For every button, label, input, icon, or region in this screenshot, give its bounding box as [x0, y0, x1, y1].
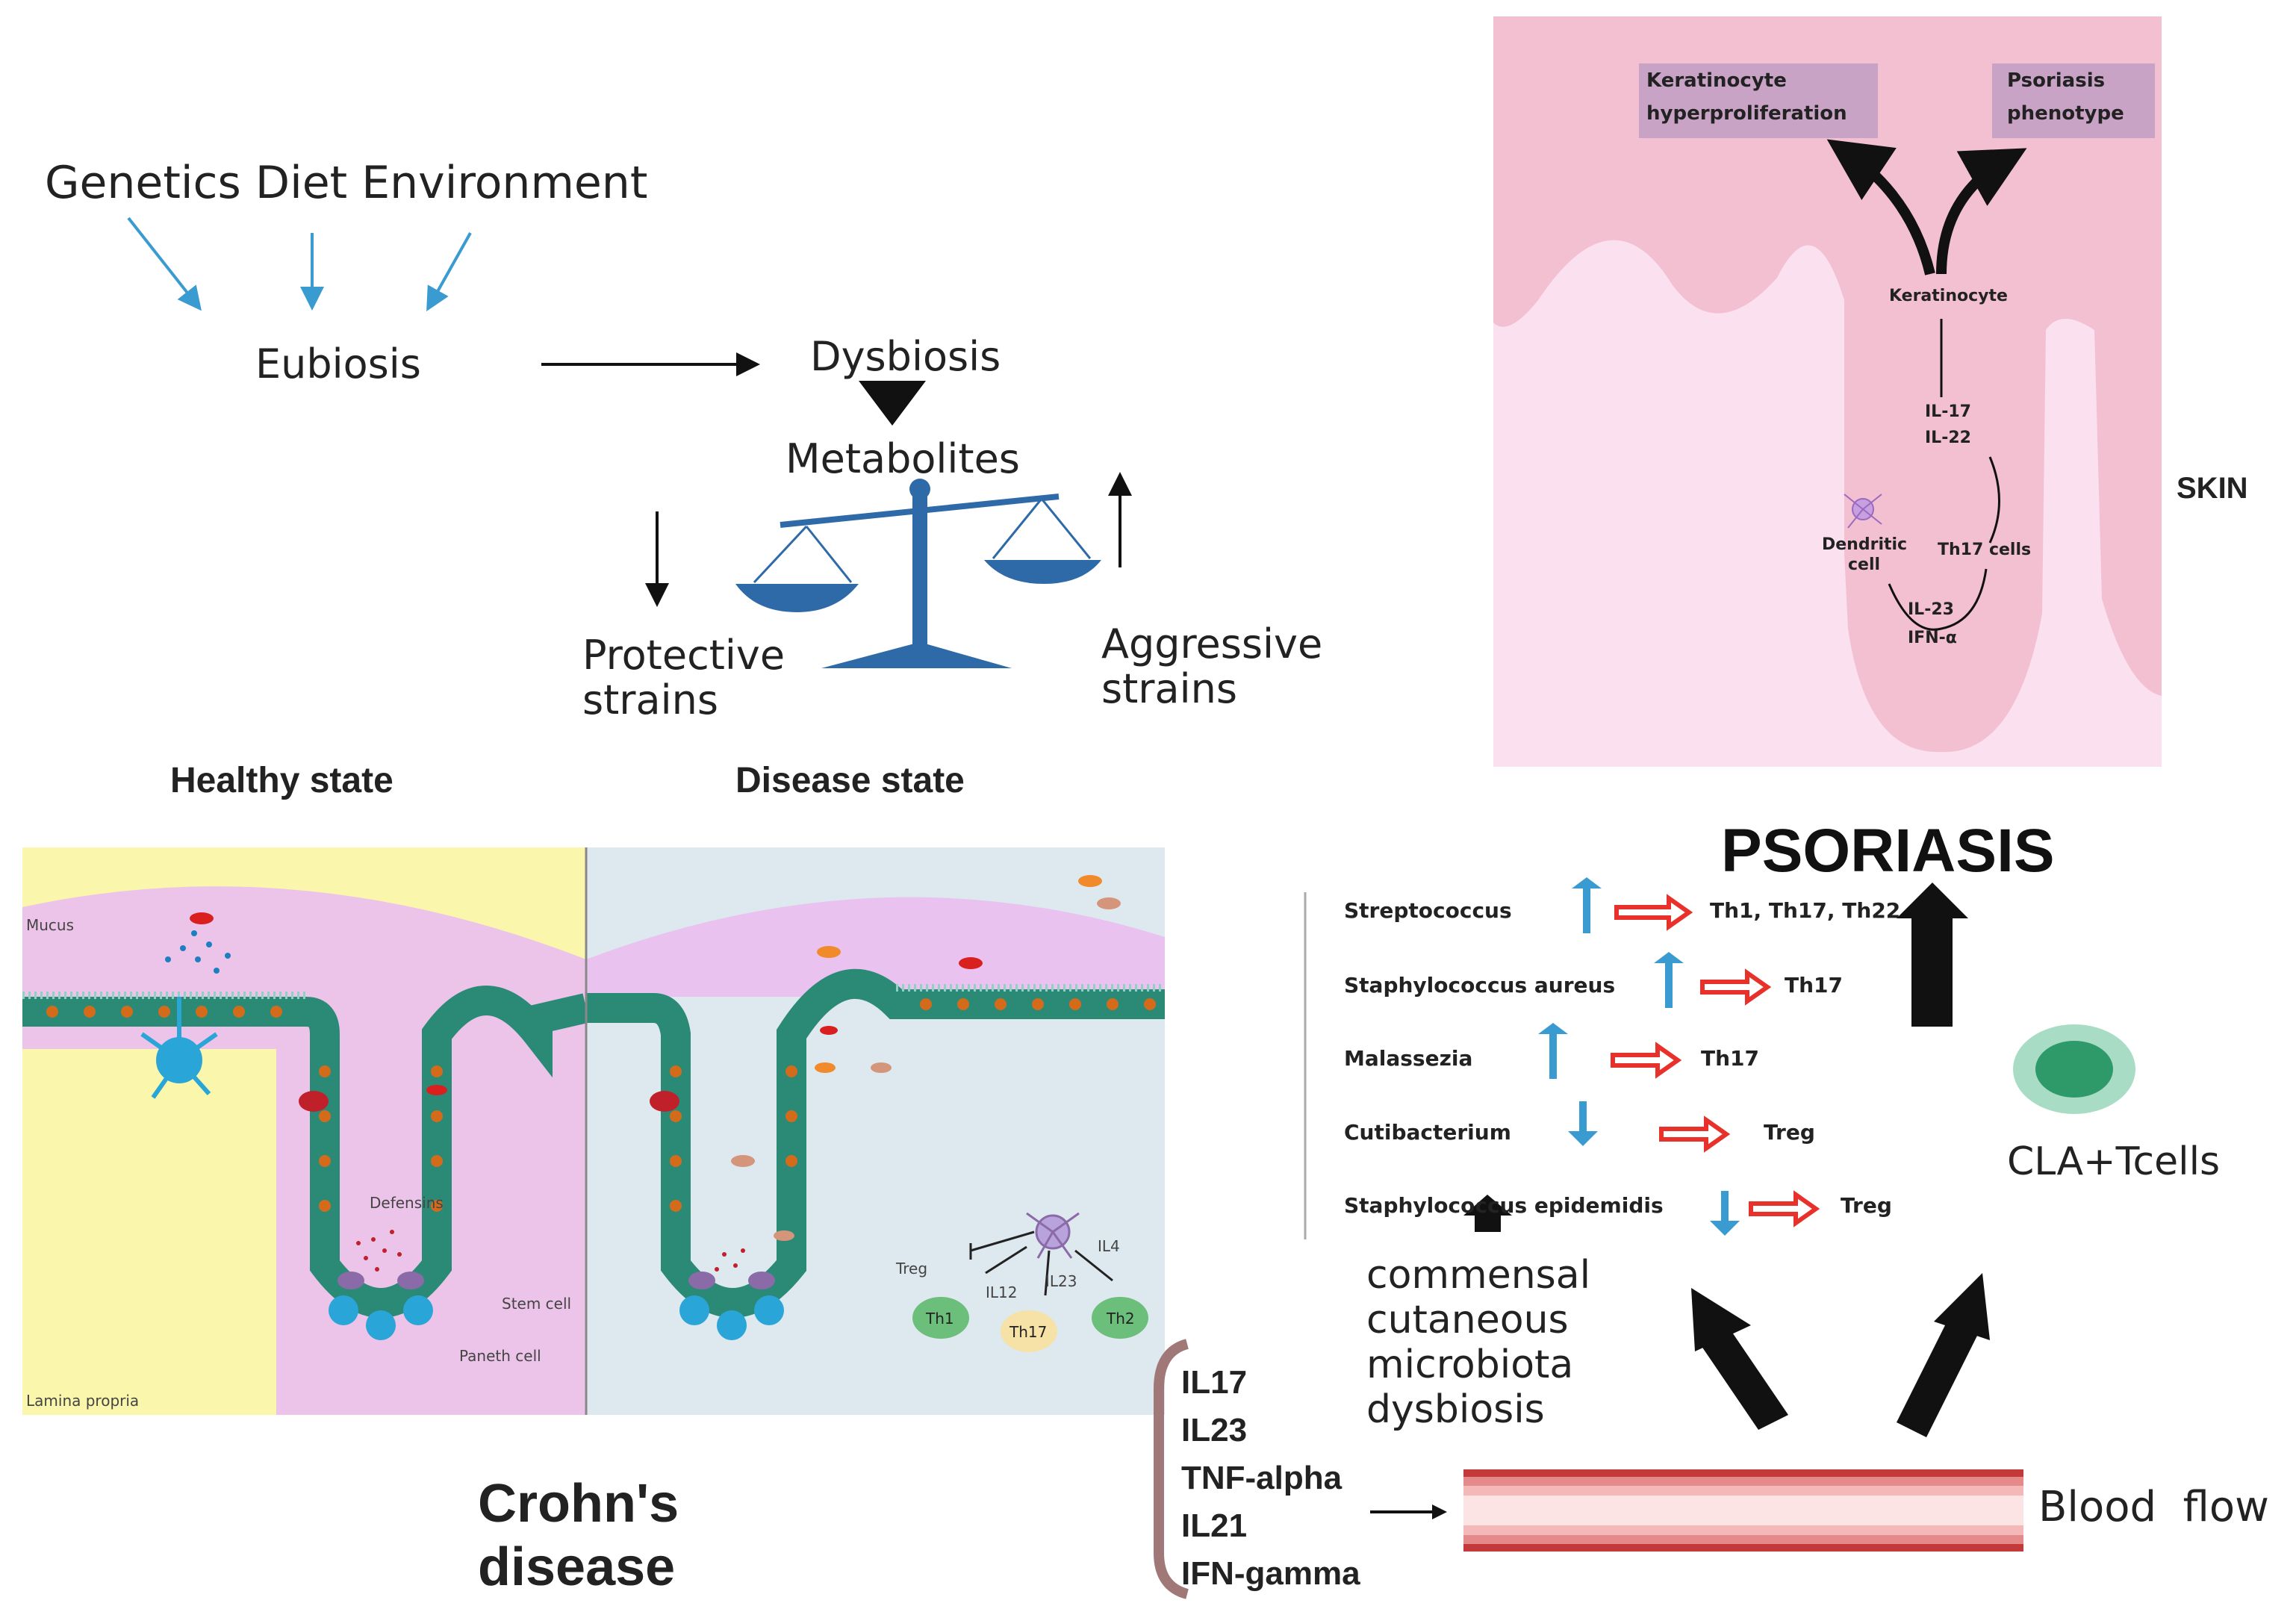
cytokine-arrow-icon: [1432, 1504, 1447, 1519]
effect-cutibacterium: Treg: [1764, 1120, 1815, 1145]
il4-label: IL4: [1098, 1237, 1120, 1255]
commensal-line1: commensal: [1366, 1253, 1591, 1298]
psoriasis-up-arrow-icon: [1897, 883, 1968, 918]
microbe-cutibacterium: Cutibacterium: [1344, 1120, 1511, 1145]
cytokine-bracket: [1154, 1339, 1189, 1599]
malassezia-effect-arrow-icon: [1611, 1042, 1682, 1079]
il23-skin-label: IL-23: [1908, 600, 1954, 619]
protective-strains-line1: Protective: [582, 632, 785, 679]
crohns-title-line1: Crohn's: [478, 1474, 679, 1534]
staph-aureus-up-arrow-icon: [1654, 952, 1684, 1008]
stem-cell-label: Stem cell: [502, 1295, 572, 1313]
effect-streptococcus: Th1, Th17, Th22: [1710, 898, 1901, 923]
cytokine-il23: IL23: [1181, 1412, 1248, 1448]
cytokine-tnf-alpha: TNF-alpha: [1181, 1460, 1343, 1496]
ifn-alpha-label: IFN-α: [1908, 629, 1957, 647]
malassezia-up-arrow-icon: [1538, 1023, 1568, 1079]
crohns-title-line2: disease: [478, 1537, 676, 1597]
dendritic-cell-icon: [1844, 494, 1882, 529]
blood-to-psoriasis-right-arrow-icon: [1934, 1273, 1990, 1340]
intestine-illustration: [22, 847, 1165, 1415]
mucus-label: Mucus: [26, 916, 75, 934]
cytokine-il21: IL21: [1181, 1507, 1248, 1544]
skin-illustration: [1493, 16, 2162, 767]
aggressive-strains-line2: strains: [1101, 665, 1237, 712]
commensal-line3: microbiota: [1366, 1342, 1574, 1387]
dendritic-label-line1: Dendritic: [1822, 535, 1908, 554]
blood-flow-label: Blood flow: [2038, 1483, 2269, 1531]
keratinocyte-label: Keratinocyte: [1889, 287, 2008, 305]
outcome-left-line1: Keratinocyte: [1646, 69, 1787, 92]
lamina-propria-label: Lamina propria: [26, 1392, 140, 1410]
down-triangle-icon: [859, 381, 926, 426]
effect-malassezia: Th17: [1701, 1046, 1759, 1071]
microbe-malassezia: Malassezia: [1344, 1046, 1473, 1071]
staph-epidermidis-effect-arrow-icon: [1749, 1190, 1820, 1227]
genetics-arrow: [127, 217, 202, 311]
th1-cell: [912, 1297, 969, 1339]
skin-label: SKIN: [2177, 472, 2248, 505]
treg-label: Treg: [896, 1260, 928, 1277]
keratinocyte-hyperproliferation-box: [1639, 63, 1878, 138]
factors-label: Genetics Diet Environment: [45, 157, 648, 209]
outcome-right-line2: phenotype: [2007, 102, 2124, 125]
staph-epidermidis-down-arrow-icon: [1710, 1191, 1740, 1236]
cytokine-ifn-gamma: IFN-gamma: [1181, 1555, 1360, 1592]
cutibacterium-effect-arrow-icon: [1659, 1115, 1731, 1153]
il22-label: IL-22: [1925, 429, 1971, 447]
commensal-line2: cutaneous: [1366, 1298, 1569, 1342]
paneth-cell-label: Paneth cell: [459, 1347, 541, 1365]
blood-vessel-icon: [1463, 1469, 2023, 1552]
th17-cell: [1001, 1310, 1057, 1352]
microbe-staph-epidermidis: Staphylococcus epidemidis: [1344, 1193, 1664, 1218]
aggressive-strains-line1: Aggressive: [1101, 620, 1323, 667]
healthy-state-label: Healthy state: [170, 761, 393, 800]
commensal-line4: dysbiosis: [1366, 1387, 1545, 1432]
disease-state-label: Disease state: [735, 761, 965, 800]
cutibacterium-down-arrow-icon: [1568, 1101, 1598, 1146]
microbe-streptococcus: Streptococcus: [1344, 898, 1512, 923]
commensal-up-arrow-icon: [1463, 1195, 1512, 1216]
th17-label: Th17: [1009, 1323, 1048, 1341]
streptococcus-up-arrow-icon: [1572, 877, 1602, 933]
th1-label: Th1: [926, 1310, 954, 1328]
outcome-right-line1: Psoriasis: [2007, 69, 2106, 92]
th2-cell: [1092, 1297, 1148, 1339]
eubiosis-label: Eubiosis: [255, 340, 421, 388]
il12-label: IL12: [986, 1283, 1018, 1301]
cytokine-il17: IL17: [1181, 1364, 1248, 1401]
microbe-staph-aureus: Staphylococcus aureus: [1344, 973, 1616, 998]
il23-crohn-label: IL23: [1045, 1272, 1077, 1290]
dysbiosis-label: Dysbiosis: [810, 333, 1001, 380]
staph-aureus-effect-arrow-icon: [1700, 968, 1772, 1006]
streptococcus-effect-arrow-icon: [1614, 894, 1693, 931]
th17-cells-label: Th17 cells: [1938, 541, 2032, 559]
dendritic-label-line2: cell: [1848, 555, 1881, 574]
effect-staph-epidermidis: Treg: [1841, 1193, 1892, 1218]
effect-staph-aureus: Th17: [1785, 973, 1843, 998]
metabolites-label: Metabolites: [785, 435, 1020, 482]
outcome-left-line2: hyperproliferation: [1646, 102, 1847, 125]
protective-strains-line2: strains: [582, 676, 718, 723]
environment-arrow: [426, 232, 472, 311]
defensins-label: Defensins: [370, 1194, 444, 1212]
psoriasis-phenotype-box: [1992, 63, 2155, 138]
blood-to-psoriasis-left-arrow-icon: [1691, 1288, 1751, 1351]
th2-label: Th2: [1107, 1310, 1135, 1328]
balance-scale-icon: [735, 479, 1101, 668]
cla-tcells-label: CLA+Tcells: [2007, 1139, 2221, 1184]
il17-label: IL-17: [1925, 402, 1971, 421]
psoriasis-title: PSORIASIS: [1721, 817, 2055, 885]
